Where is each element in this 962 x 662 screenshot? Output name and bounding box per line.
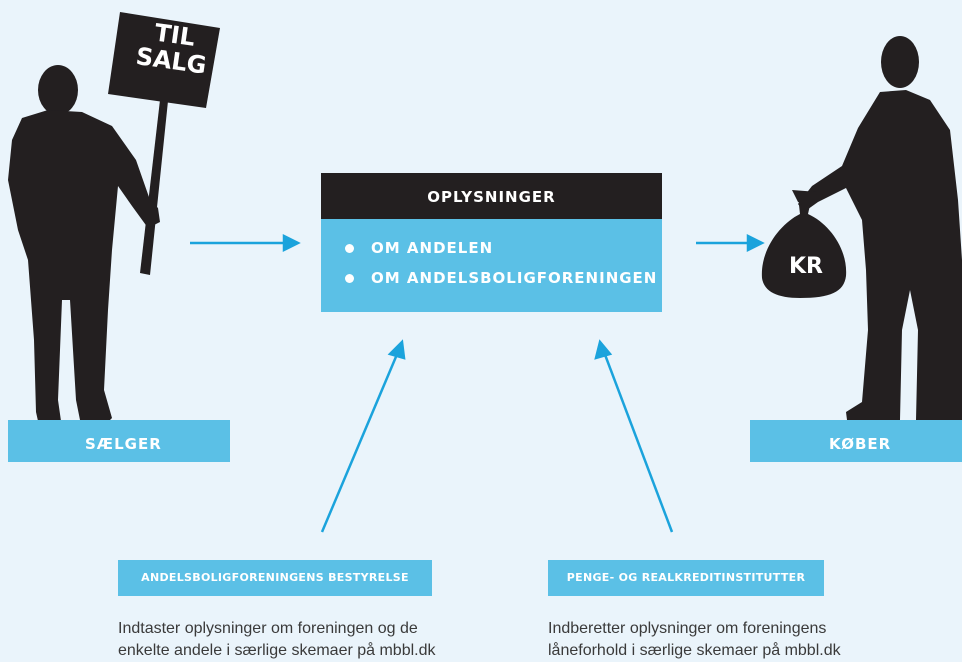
- bullet-icon: [345, 274, 354, 283]
- sale-sign-icon: [108, 12, 220, 108]
- seller-silhouette-icon: [8, 12, 220, 430]
- bullet-icon: [345, 244, 354, 253]
- arrow-right-icon: [190, 233, 301, 253]
- money-bag-text: KR: [789, 254, 823, 279]
- buyer-silhouette-icon: [761, 36, 962, 428]
- info-body: OM ANDELEN OM ANDELSBOLIGFORENINGEN: [321, 219, 662, 312]
- buyer-label: KØBER: [750, 420, 962, 462]
- arrow-right-icon: [696, 233, 765, 253]
- info-box: OPLYSNINGER OM ANDELEN OM ANDELSBOLIGFOR…: [321, 173, 662, 312]
- board-label: ANDELSBOLIGFORENINGENS BESTYRELSE: [118, 560, 432, 596]
- arrow-up-icon: [594, 339, 674, 533]
- info-header: OPLYSNINGER: [321, 173, 662, 219]
- arrow-up-icon: [320, 339, 406, 533]
- board-description: Indtaster oplysninger om foreningen og d…: [118, 620, 436, 659]
- seller-label: SÆLGER: [8, 420, 230, 462]
- info-item: OM ANDELEN: [321, 233, 662, 263]
- bank-label: PENGE- OG REALKREDITINSTITUTTER: [548, 560, 824, 596]
- info-item: OM ANDELSBOLIGFORENINGEN: [321, 263, 662, 293]
- money-bag-icon: [761, 196, 847, 298]
- info-item-label: OM ANDELEN: [371, 239, 494, 257]
- info-item-label: OM ANDELSBOLIGFORENINGEN: [371, 269, 658, 287]
- bank-description: Indberetter oplysninger om foreningens l…: [548, 620, 841, 659]
- sale-sign-text: TIL SALG: [134, 18, 209, 80]
